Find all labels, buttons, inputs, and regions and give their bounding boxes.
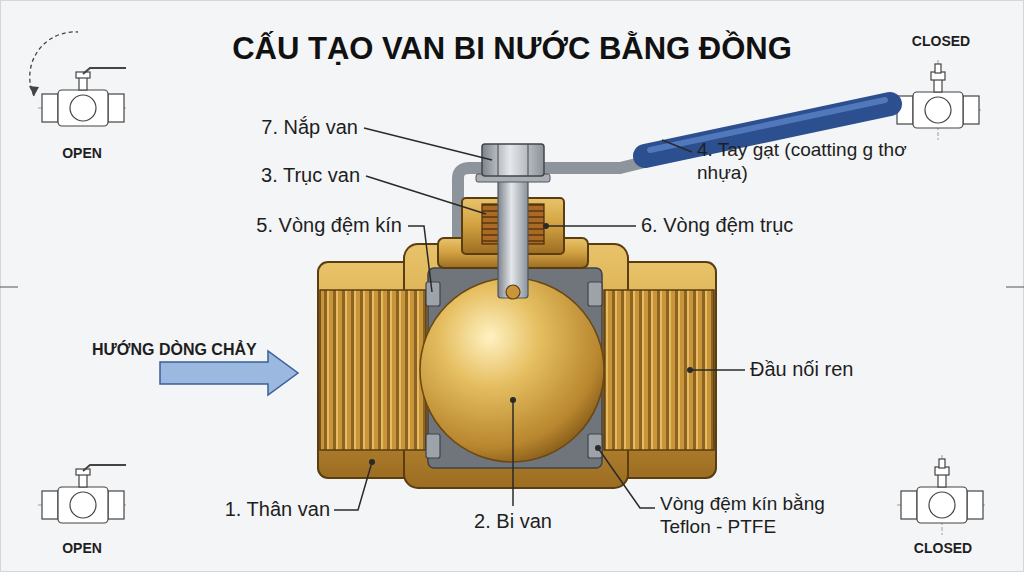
closed-icon	[893, 60, 983, 140]
rotation-arrowhead	[29, 86, 39, 96]
part-label: Đầu nối ren	[750, 357, 920, 381]
part-label: 5. Vòng đệm kín	[200, 213, 402, 237]
open-icon	[38, 68, 128, 126]
part-label: 3. Trục van	[208, 163, 360, 187]
part-label: 6. Vòng đệm trục	[641, 213, 851, 237]
closed-icon	[897, 455, 987, 535]
part-label: 7. Nắp van	[208, 115, 358, 139]
rotation-arc	[30, 32, 78, 96]
part-label: Vòng đệm kín bằng Teflon - PTFE	[660, 493, 860, 539]
flow-label: HƯỚNG DÒNG CHẢY	[92, 340, 302, 359]
seat-rings	[426, 282, 602, 458]
part-label: 4. Tay gạt (coatting g thơ nhựa)	[697, 139, 917, 185]
state-label: OPEN	[42, 145, 122, 162]
state-label: OPEN	[42, 540, 122, 557]
leader-dots	[369, 223, 693, 465]
state-label: CLOSED	[898, 33, 984, 50]
axis-tick	[1006, 287, 1024, 288]
axis-tick	[0, 287, 18, 288]
open-icon	[38, 465, 128, 523]
state-label: CLOSED	[900, 540, 986, 557]
ball	[420, 278, 604, 462]
leader-lines	[334, 128, 745, 510]
part-label: 1. Thân van	[180, 497, 330, 521]
stem-pin	[506, 285, 520, 299]
diagram-title: CẤU TẠO VAN BI NƯỚC BẰNG ĐỒNG	[162, 30, 862, 67]
part-label: 2. Bi van	[443, 509, 583, 533]
